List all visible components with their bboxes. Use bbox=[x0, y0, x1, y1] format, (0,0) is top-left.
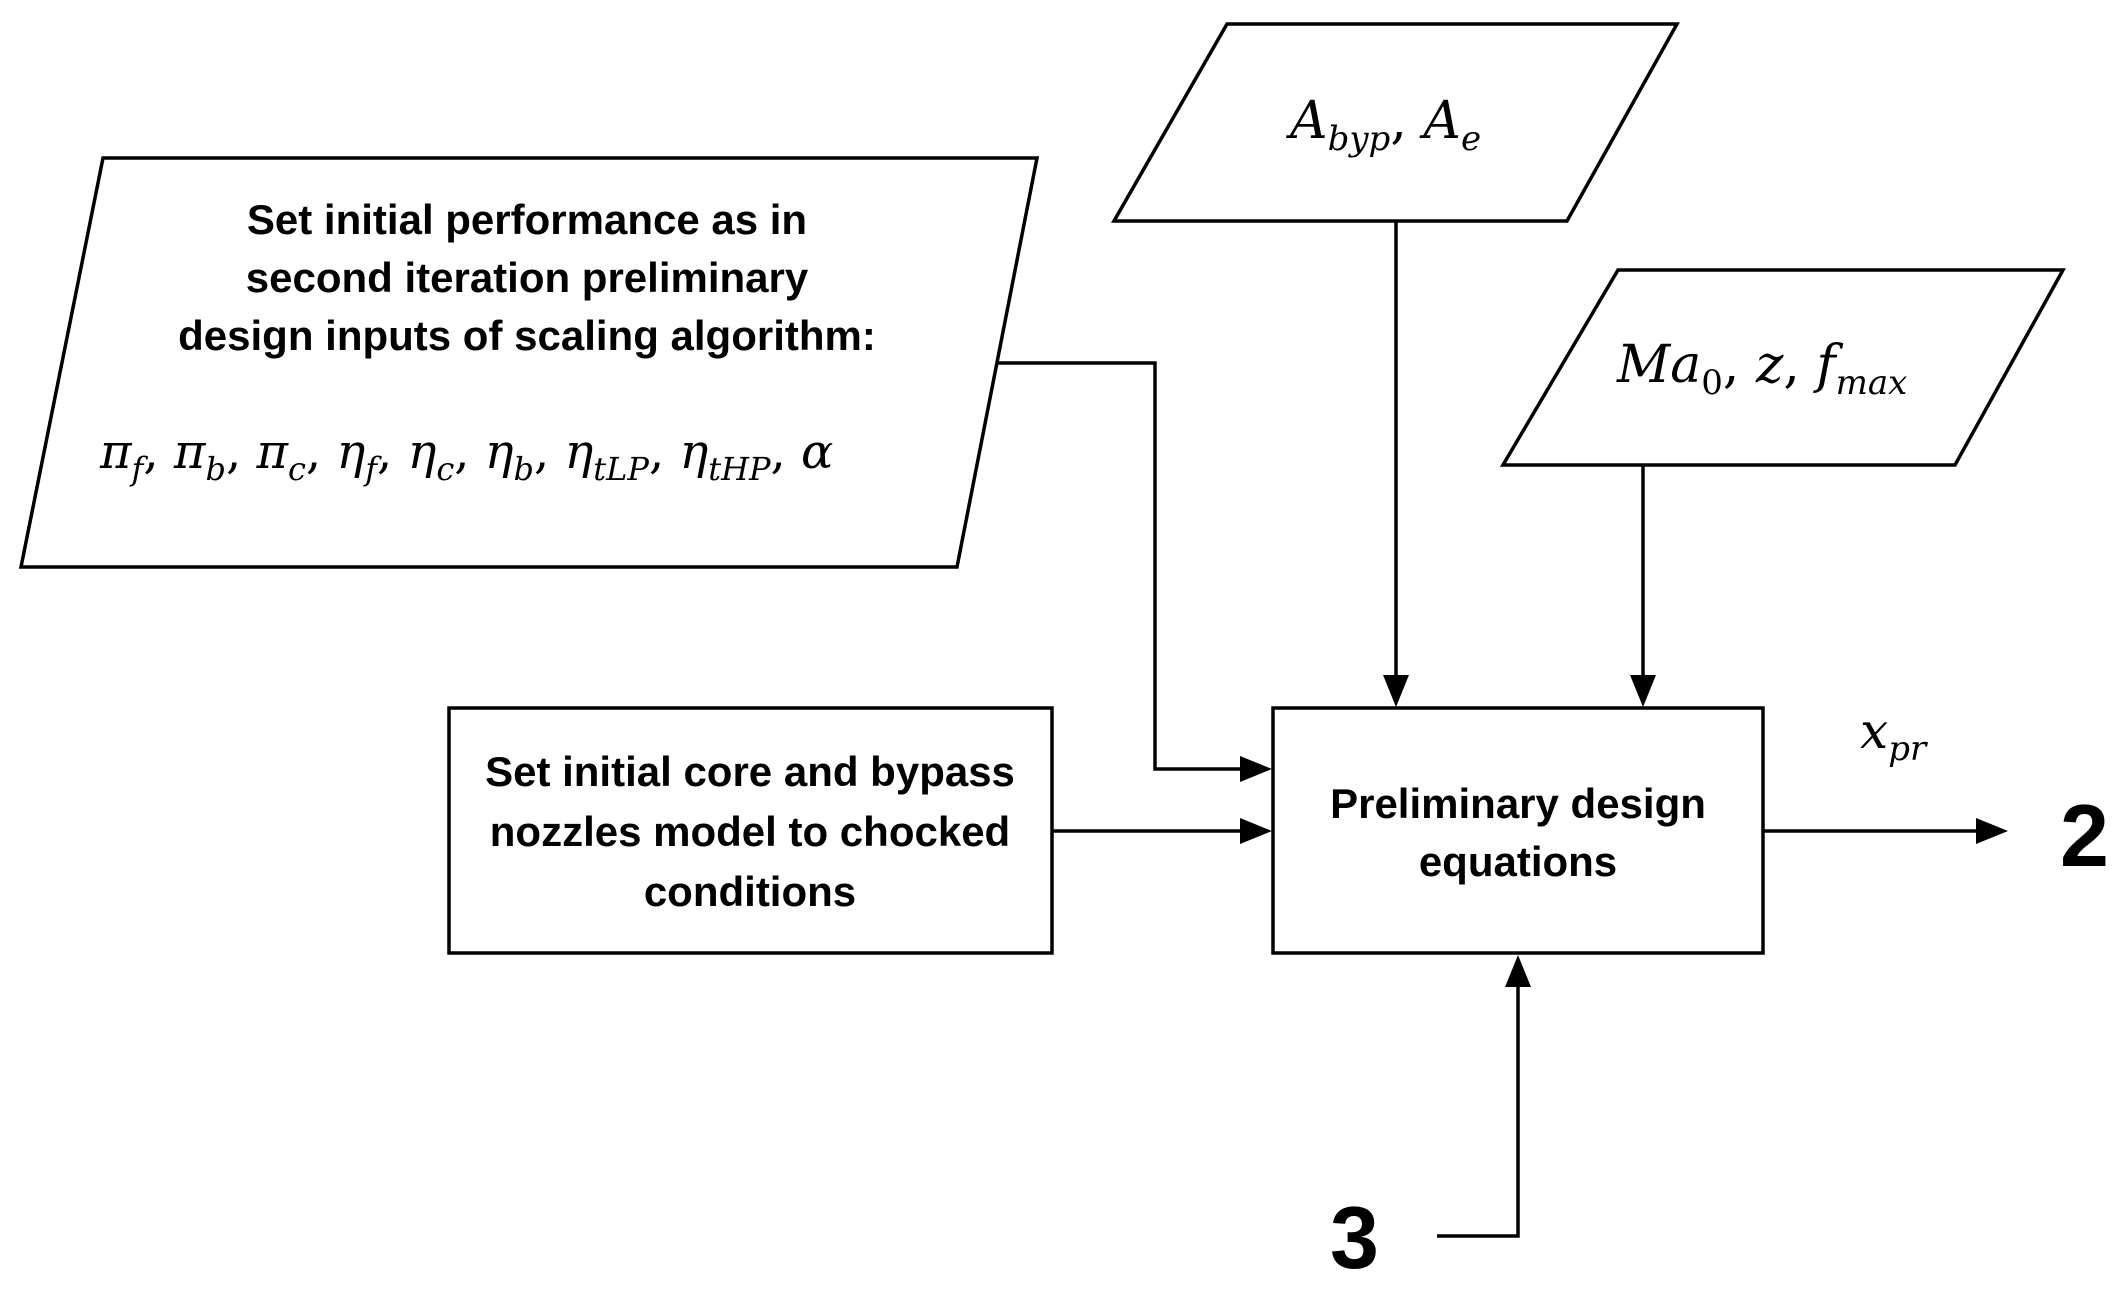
nozzle-model-box: Set initial core and bypass nozzles mode… bbox=[447, 706, 1054, 955]
preliminary-design-line2: equations bbox=[1419, 838, 1617, 885]
flight-to-equations-arrow bbox=[1630, 465, 1656, 707]
area-input: Abyp, Ae bbox=[1110, 22, 1680, 223]
area-input-formula: Abyp, Ae bbox=[1286, 91, 1481, 159]
output-connector-label: 2 bbox=[2060, 786, 2109, 885]
preliminary-design-box: Preliminary design equations bbox=[1271, 706, 1765, 955]
initial-performance-shape bbox=[18, 156, 1040, 569]
initial-performance-formula: πf, πb, πc, ηf, ηc, ηb, ηtLP, ηtHP, α bbox=[99, 424, 833, 488]
preliminary-design-line1: Preliminary design bbox=[1330, 780, 1706, 827]
flight-condition-input: Ma0, z, fmax bbox=[1499, 268, 2066, 467]
initial-performance-line2: second iteration preliminary bbox=[246, 254, 809, 301]
performance-to-equations-arrow bbox=[997, 361, 1272, 782]
equations-to-output-arrow bbox=[1763, 818, 2008, 844]
initial-performance-input: Set initial performance as in second ite… bbox=[18, 156, 1040, 569]
initial-performance-line3: design inputs of scaling algorithm: bbox=[178, 312, 876, 359]
nozzle-model-line2: nozzles model to chocked bbox=[490, 808, 1010, 855]
flight-condition-shape bbox=[1499, 268, 2066, 467]
feedback-connector-label: 3 bbox=[1330, 1188, 1379, 1287]
preliminary-design-shape bbox=[1271, 706, 1765, 955]
nozzle-model-line3: conditions bbox=[644, 868, 856, 915]
nozzle-to-equations-arrow bbox=[1052, 818, 1272, 844]
feedback-to-equations-arrow bbox=[1437, 955, 1531, 1238]
area-to-equations-arrow bbox=[1383, 221, 1409, 707]
area-input-shape bbox=[1110, 22, 1680, 223]
output-variable-label: xpr bbox=[1860, 702, 1928, 769]
initial-performance-line1: Set initial performance as in bbox=[247, 196, 807, 243]
nozzle-model-line1: Set initial core and bypass bbox=[485, 748, 1015, 795]
